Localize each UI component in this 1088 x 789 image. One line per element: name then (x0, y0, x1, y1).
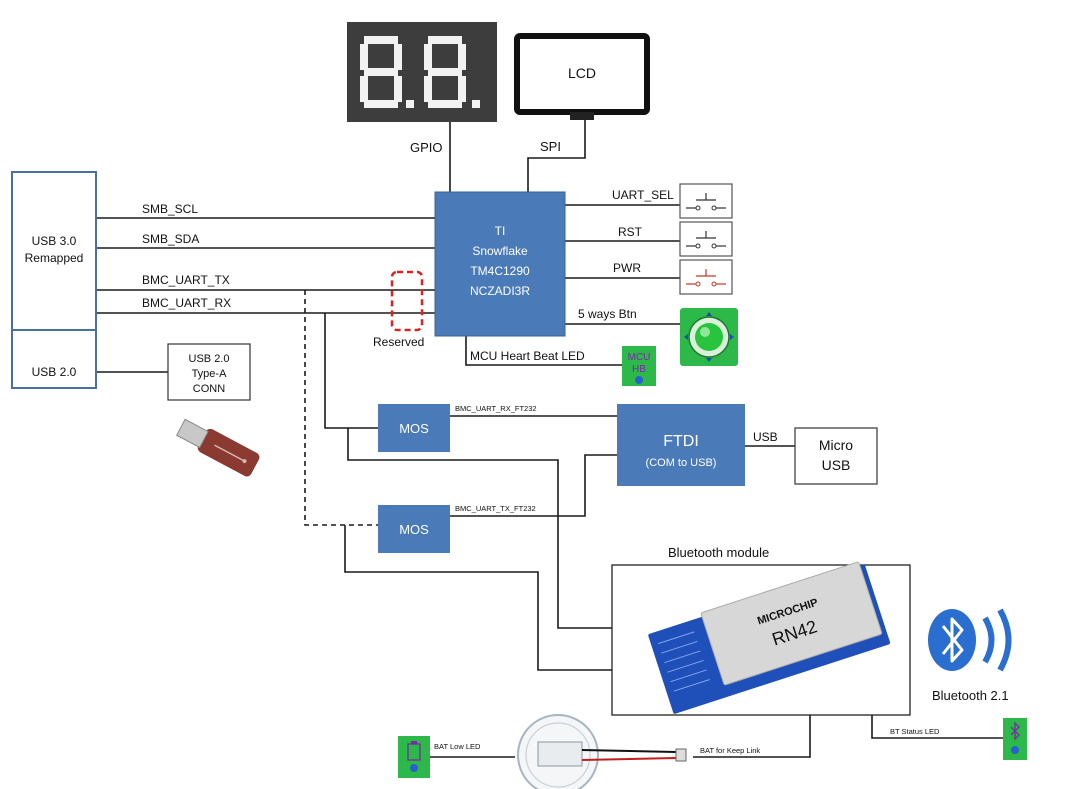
bluetooth-module-title: Bluetooth module (668, 545, 769, 560)
usb-label: USB (753, 430, 778, 444)
pwr-label: PWR (613, 261, 641, 275)
usb-stick-icon (176, 418, 260, 477)
ftdi-block: FTDI (COM to USB) (617, 404, 745, 486)
wires (96, 118, 1003, 758)
uart-sel-label: UART_SEL (612, 188, 674, 202)
bluetooth-version-label: Bluetooth 2.1 (932, 688, 1009, 703)
bluetooth-icon (928, 608, 1012, 672)
bat-low-led-label: BAT Low LED (434, 742, 481, 751)
mcu-block: TI Snowflake TM4C1290 NCZADI3R (434, 191, 566, 337)
bluetooth-module-box: MICROCHIP RN42 (611, 561, 911, 716)
mos-rx-block: MOS (378, 404, 450, 452)
mos-tx-block: MOS (378, 505, 450, 553)
mcu-heartbeat-led: MCU HB (622, 346, 656, 386)
usb-conn-line2: Type-A (192, 368, 228, 380)
usb30-label-line2: Remapped (25, 251, 84, 265)
mcu-line1: TI (495, 224, 506, 238)
ftdi-line1: FTDI (663, 433, 699, 450)
bat-low-led (398, 736, 430, 778)
rst-label: RST (618, 225, 643, 239)
usb-conn-line1: USB 2.0 (189, 353, 230, 365)
usb-host-block: USB 3.0 Remapped USB 2.0 (11, 171, 97, 389)
bmc-uart-tx-label: BMC_UART_TX (142, 273, 230, 287)
lcd-label: LCD (568, 65, 596, 81)
mos1-label: MOS (399, 421, 429, 436)
usb30-label-line1: USB 3.0 (32, 234, 77, 248)
micro-usb-box: Micro USB (794, 427, 878, 485)
mos2-label: MOS (399, 522, 429, 537)
reserved-label: Reserved (373, 335, 424, 349)
bat-keep-link-label: BAT for Keep Link (700, 746, 760, 755)
micro-usb-line2: USB (822, 457, 851, 473)
bt-status-led (1003, 718, 1027, 760)
uart-sel-switch (679, 183, 733, 219)
mcu-hb-line1: MCU (628, 352, 651, 363)
usb-conn-line3: CONN (193, 383, 225, 395)
mcu-line3: TM4C1290 (470, 264, 530, 278)
usb20-label: USB 2.0 (32, 365, 77, 379)
rst-switch (679, 221, 733, 257)
mcu-line4: NCZADI3R (470, 284, 530, 298)
tx-ft232-label: BMC_UART_TX_FT232 (455, 504, 536, 513)
bt-status-led-label: BT Status LED (890, 727, 940, 736)
lcd-panel: LCD (514, 33, 650, 120)
mcu-heartbeat-label: MCU Heart Beat LED (470, 349, 585, 363)
coin-cell-battery (517, 714, 687, 789)
ftdi-line2: (COM to USB) (646, 457, 717, 469)
five-way-button (680, 308, 738, 366)
mcu-line2: Snowflake (472, 244, 528, 258)
seven-segment-display (347, 22, 497, 122)
micro-usb-line1: Micro (819, 437, 853, 453)
bmc-uart-rx-label: BMC_UART_RX (142, 296, 231, 310)
smb-sda-label: SMB_SDA (142, 232, 199, 246)
reserved-footprint: Reserved (373, 270, 424, 349)
smb-scl-label: SMB_SCL (142, 202, 198, 216)
five-ways-btn-label: 5 ways Btn (578, 307, 637, 321)
mcu-hb-line2: HB (632, 364, 646, 375)
spi-label: SPI (540, 139, 561, 154)
usb20-connector-box: USB 2.0 Type-A CONN (167, 343, 251, 401)
gpio-label: GPIO (410, 140, 443, 155)
pwr-switch (679, 259, 733, 295)
rx-ft232-label: BMC_UART_RX_FT232 (455, 404, 537, 413)
